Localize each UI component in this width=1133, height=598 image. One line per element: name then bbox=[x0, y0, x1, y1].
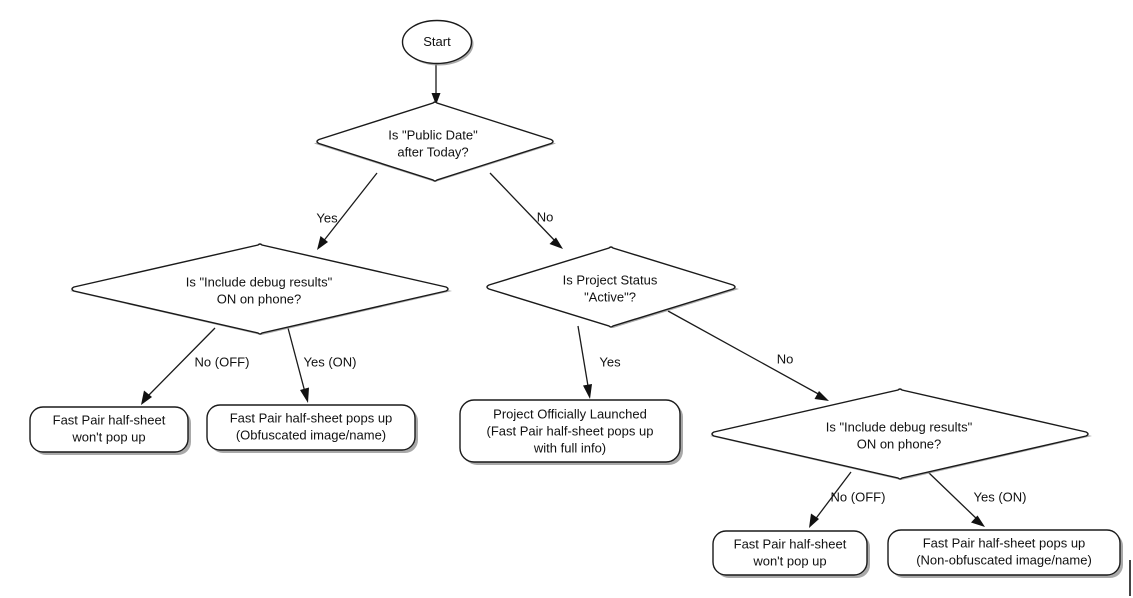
debug-right-line-2: ON on phone? bbox=[857, 436, 942, 451]
result-right-on-box[interactable] bbox=[887, 529, 1121, 576]
project-status-line-2: "Active"? bbox=[584, 289, 636, 304]
edge-label-public-date-yes: Yes bbox=[316, 210, 338, 225]
node-start[interactable]: Start bbox=[401, 19, 474, 66]
edge-debug-left-yes: Yes (ON) bbox=[287, 327, 357, 403]
result-right-off-line-1: Fast Pair half-sheet bbox=[734, 536, 847, 551]
edge-public-date-yes: Yes bbox=[316, 172, 378, 250]
result-left-on-line-1: Fast Pair half-sheet pops up bbox=[230, 410, 393, 425]
result-launched-line-3: with full info) bbox=[533, 440, 606, 455]
result-left-off-line-1: Fast Pair half-sheet bbox=[53, 412, 166, 427]
edge-label-debug-right-yes: Yes (ON) bbox=[974, 489, 1027, 504]
result-right-off-line-2: won't pop up bbox=[752, 553, 826, 568]
debug-left-line-2: ON on phone? bbox=[217, 291, 302, 306]
debug-right-diamond[interactable] bbox=[711, 388, 1089, 480]
node-result-left-off[interactable]: Fast Pair half-sheet won't pop up bbox=[29, 406, 191, 455]
debug-left-line-1: Is "Include debug results" bbox=[186, 274, 333, 289]
result-right-on-line-1: Fast Pair half-sheet pops up bbox=[923, 535, 1086, 550]
result-launched-line-1: Project Officially Launched bbox=[493, 406, 647, 421]
edge-project-status-no: No bbox=[667, 310, 829, 401]
edge-project-status-yes: Yes bbox=[577, 325, 621, 399]
project-status-line-1: Is Project Status bbox=[563, 272, 658, 287]
edge-public-date-no: No bbox=[489, 172, 563, 249]
start-label: Start bbox=[423, 34, 451, 49]
result-right-off-box[interactable] bbox=[712, 530, 868, 576]
result-launched-line-2: (Fast Pair half-sheet pops up bbox=[487, 423, 654, 438]
node-decision-project-status[interactable]: Is Project Status "Active"? bbox=[486, 246, 739, 328]
edge-label-debug-left-no: No (OFF) bbox=[195, 354, 250, 369]
edge-label-debug-right-no: No (OFF) bbox=[831, 489, 886, 504]
edge-debug-right-yes: Yes (ON) bbox=[927, 471, 1027, 527]
node-decision-public-date[interactable]: Is "Public Date" after Today? bbox=[314, 101, 556, 182]
node-result-launched[interactable]: Project Officially Launched (Fast Pair h… bbox=[459, 399, 683, 465]
edge-label-debug-left-yes: Yes (ON) bbox=[304, 354, 357, 369]
result-left-off-line-2: won't pop up bbox=[71, 429, 145, 444]
result-left-off-box[interactable] bbox=[29, 406, 189, 453]
public-date-line-1: Is "Public Date" bbox=[388, 127, 478, 142]
node-decision-debug-right[interactable]: Is "Include debug results" ON on phone? bbox=[710, 388, 1092, 480]
public-date-diamond[interactable] bbox=[316, 101, 554, 182]
node-decision-debug-left[interactable]: Is "Include debug results" ON on phone? bbox=[70, 243, 452, 335]
result-left-on-box[interactable] bbox=[206, 404, 416, 451]
debug-right-line-1: Is "Include debug results" bbox=[826, 419, 973, 434]
public-date-line-2: after Today? bbox=[397, 144, 468, 159]
result-launched-box[interactable] bbox=[459, 399, 681, 463]
node-result-right-on[interactable]: Fast Pair half-sheet pops up (Non-obfusc… bbox=[887, 529, 1123, 578]
edge-label-project-status-no: No bbox=[777, 351, 794, 366]
node-result-right-off[interactable]: Fast Pair half-sheet won't pop up bbox=[712, 530, 870, 578]
node-result-left-on[interactable]: Fast Pair half-sheet pops up (Obfuscated… bbox=[206, 404, 418, 453]
edge-debug-right-no: No (OFF) bbox=[809, 471, 886, 528]
debug-left-diamond[interactable] bbox=[71, 243, 449, 335]
edge-label-public-date-no: No bbox=[537, 209, 554, 224]
start-ellipse[interactable] bbox=[401, 19, 473, 65]
edge-debug-left-no: No (OFF) bbox=[141, 327, 250, 405]
result-right-on-line-2: (Non-obfuscated image/name) bbox=[916, 552, 1092, 567]
result-left-on-line-2: (Obfuscated image/name) bbox=[236, 427, 386, 442]
project-status-diamond[interactable] bbox=[486, 246, 736, 328]
edge-label-project-status-yes: Yes bbox=[599, 354, 621, 369]
edge-start-to-public-date bbox=[431, 62, 441, 105]
